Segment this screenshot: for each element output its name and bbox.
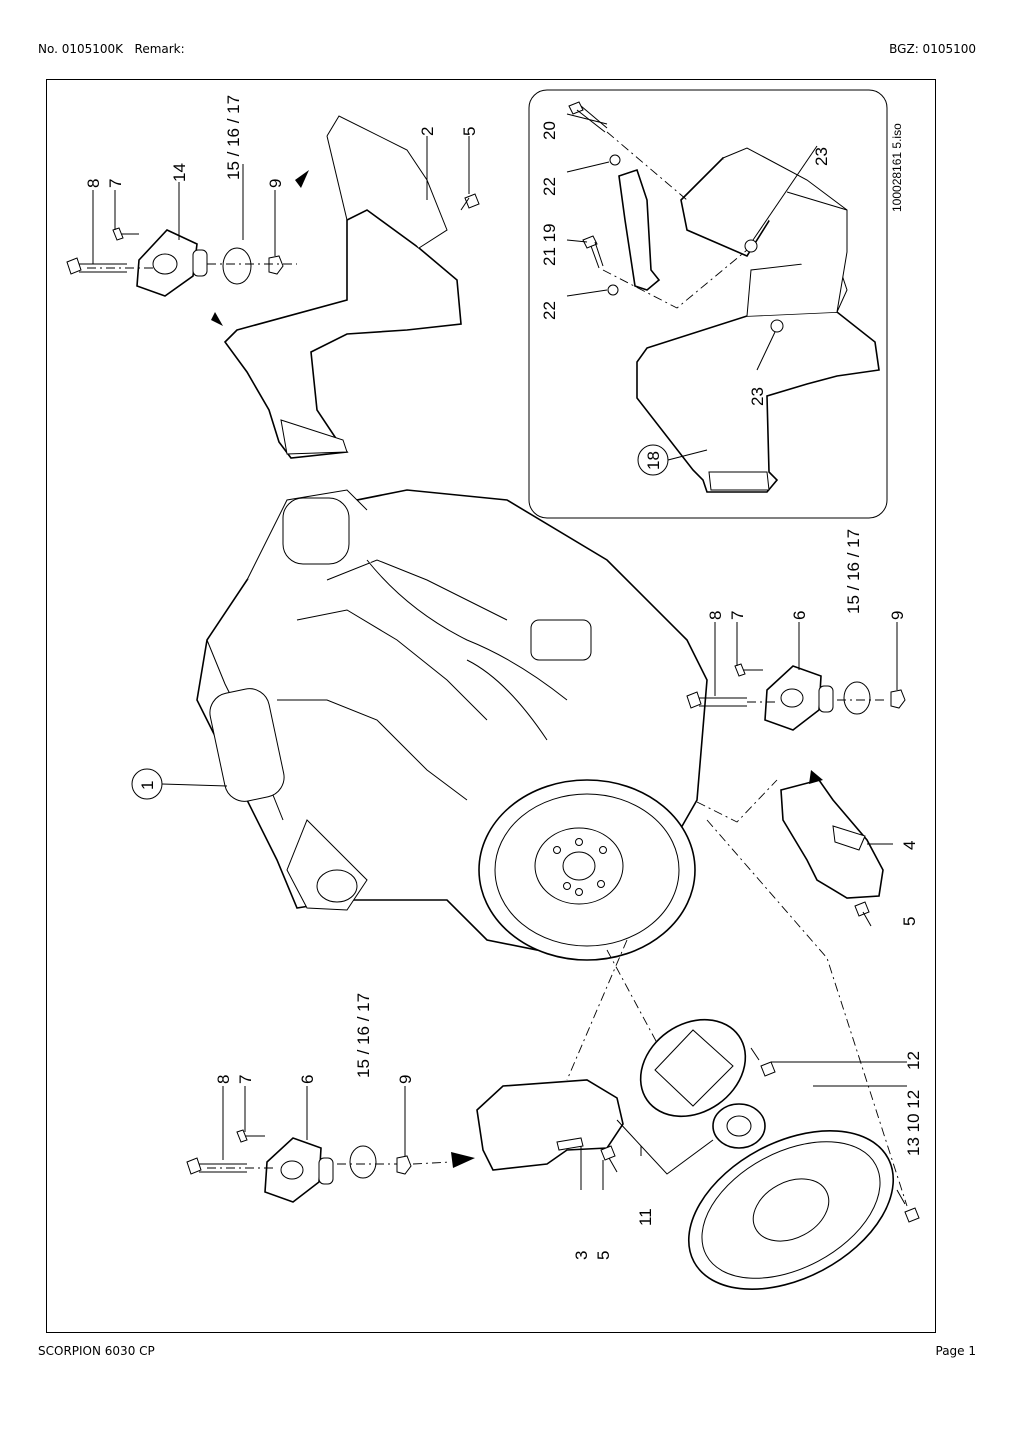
engine-mount-6-left	[264, 1137, 334, 1203]
label-15-16-17-right: 15 / 16 / 17	[844, 529, 863, 614]
remark-label: Remark:	[134, 42, 185, 56]
label-9-right: 9	[888, 611, 907, 620]
bolt-12	[750, 1047, 776, 1077]
label-20: 20	[540, 121, 559, 140]
exploded-parts-drawing: 20 22 21 19 22 23 23 100028161 5.iso 18 …	[66, 89, 923, 1290]
hub-10	[712, 1103, 766, 1149]
label-12: 12	[904, 1051, 923, 1070]
bolt-8-right	[686, 691, 747, 709]
washer-15-top	[222, 247, 252, 285]
label-8-left: 8	[214, 1075, 233, 1084]
header-document-number: No. 0105100K Remark:	[38, 42, 185, 56]
arrow-right	[809, 770, 823, 784]
drawing-file-id: 100028161 5.iso	[890, 123, 904, 212]
bracket-18	[636, 311, 880, 493]
label-11: 11	[636, 1208, 655, 1226]
nut-9-top	[268, 255, 284, 275]
label-15-16-17-top: 15 / 16 / 17	[224, 95, 243, 180]
label-5-left: 5	[594, 1251, 613, 1260]
arrow-left	[451, 1152, 475, 1168]
arrow-top-1	[295, 170, 309, 188]
bolt-20	[568, 101, 608, 133]
label-14: 14	[170, 163, 189, 182]
label-4: 4	[900, 841, 919, 850]
bolt-5-right	[854, 901, 872, 927]
bolt-13	[896, 1189, 920, 1223]
label-23-upper: 23	[812, 147, 831, 166]
label-6-right: 6	[790, 611, 809, 620]
label-18: 18	[644, 451, 663, 470]
label-5-right: 5	[900, 917, 919, 926]
label-9-left: 9	[396, 1075, 415, 1084]
washer-22-upper	[609, 154, 621, 166]
bolt-8-left	[186, 1157, 247, 1175]
nut-23-upper	[744, 239, 758, 253]
label-2: 2	[418, 127, 437, 136]
label-15-16-17-left: 15 / 16 / 17	[354, 993, 373, 1078]
bracket-2	[223, 209, 462, 459]
inset-detail-box	[528, 89, 888, 519]
engine-mount-6-right	[764, 665, 834, 731]
bolt-5-left	[600, 1145, 618, 1173]
label-23-lower: 23	[748, 387, 767, 406]
document-number: No. 0105100K	[38, 42, 124, 56]
label-8-top: 8	[84, 179, 103, 188]
bolt-8-top	[66, 257, 127, 275]
label-13-10-12: 13 10 12	[904, 1090, 923, 1156]
footer-page-number: Page 1	[935, 1344, 977, 1358]
label-7-left: 7	[236, 1075, 255, 1084]
label-22-upper: 22	[540, 177, 559, 196]
footer-model: SCORPION 6030 CP	[38, 1344, 155, 1358]
label-1: 1	[138, 781, 157, 790]
label-21-19: 21 19	[540, 223, 559, 266]
bracket-3	[476, 1079, 624, 1171]
bolt-5-top	[460, 193, 480, 211]
bolt-21	[582, 235, 604, 269]
label-6-left: 6	[298, 1075, 317, 1084]
arrow-top-2	[211, 312, 223, 326]
label-8-right: 8	[706, 611, 725, 620]
coupling-plate-11	[639, 1018, 747, 1118]
label-5-top: 5	[460, 127, 479, 136]
label-9-top: 9	[266, 179, 285, 188]
engine-mount-14	[136, 229, 208, 297]
bracket-4	[780, 779, 884, 899]
nut-23-lower	[770, 319, 784, 333]
bolt-7-top	[112, 227, 139, 241]
engine-1	[196, 489, 708, 961]
washer-22-lower	[607, 284, 619, 296]
bolt-7-left	[236, 1129, 265, 1143]
nut-9-right	[890, 689, 906, 709]
label-7-top: 7	[106, 179, 125, 188]
drive-plate-13	[687, 1130, 895, 1290]
washer-15-left	[349, 1145, 377, 1179]
header-bgz: BGZ: 0105100	[889, 42, 976, 56]
label-22-lower: 22	[540, 301, 559, 320]
parts-drawing-frame: 20 22 21 19 22 23 23 100028161 5.iso 18 …	[46, 79, 936, 1333]
bolt-7-right	[734, 663, 763, 677]
label-7-right: 7	[728, 611, 747, 620]
nut-9-left	[396, 1155, 412, 1175]
label-3: 3	[572, 1251, 591, 1260]
washer-15-right	[843, 681, 871, 715]
bracket-19	[618, 168, 661, 291]
